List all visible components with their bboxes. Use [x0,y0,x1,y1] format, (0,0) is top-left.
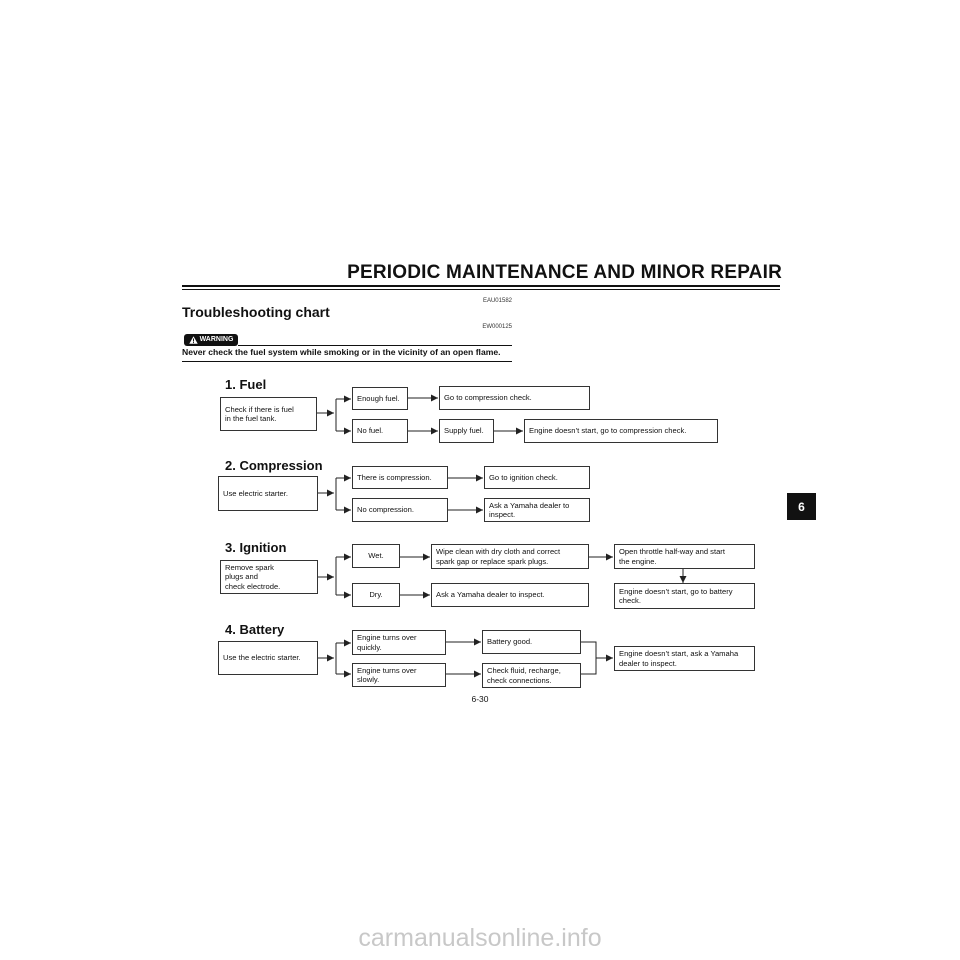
compression-heading: 2. Compression [225,458,323,473]
header-rule [182,285,780,287]
watermark: carmanualsonline.info [358,924,602,952]
wet-action-box: Wipe clean with dry cloth and correct sp… [431,544,589,569]
warning-rule-bottom [182,361,512,362]
ignition-start-box: Remove spark plugs and check electrode. [220,560,318,594]
dry-box: Dry. [352,583,400,607]
compression-dealer-box: Ask a Yamaha dealer to inspect. [484,498,590,522]
supply-fuel-box: Supply fuel. [439,419,494,443]
section-title: Troubleshooting chart [182,304,330,320]
goto-ignition-box: Go to ignition check. [484,466,590,489]
battery-dealer-box: Engine doesn’t start, ask a Yamaha deale… [614,646,755,671]
warning-rule-top [238,345,512,346]
fuel-start-box: Check if there is fuel in the fuel tank. [220,397,317,431]
enough-fuel-box: Enough fuel. [352,387,408,410]
goto-compression-box: Go to compression check. [439,386,590,410]
no-fuel-box: No fuel. [352,419,408,443]
there-is-compression-box: There is compression. [352,466,448,489]
turns-quickly-box: Engine turns over quickly. [352,630,446,655]
check-fluid-box: Check fluid, recharge, check connections… [482,663,581,688]
section-code: EAU01582 [482,298,512,304]
page-title: PERIODIC MAINTENANCE AND MINOR REPAIR [347,262,782,283]
battery-good-box: Battery good. [482,630,581,654]
warning-code: EW000125 [482,324,512,330]
header-rule-thin [182,289,780,290]
fuel-heading: 1. Fuel [225,377,267,392]
ignition-still-fails-box: Engine doesn’t start, go to battery chec… [614,583,755,609]
no-compression-box: No compression. [352,498,448,522]
battery-heading: 4. Battery [225,622,285,637]
ignition-heading: 3. Ignition [225,540,287,555]
turns-slowly-box: Engine turns over slowly. [352,663,446,687]
warning-triangle-icon [188,336,198,344]
warning-text: Never check the fuel system while smokin… [182,347,501,357]
battery-start-box: Use the electric starter. [218,641,318,675]
fuel-still-fails-box: Engine doesn’t start, go to compression … [524,419,718,443]
open-throttle-box: Open throttle half-way and start the eng… [614,544,755,569]
warning-badge: WARNING [184,334,238,346]
page-number: 6-30 [471,694,489,704]
compression-start-box: Use electric starter. [218,476,318,511]
dry-action-box: Ask a Yamaha dealer to inspect. [431,583,589,607]
wet-box: Wet. [352,544,400,568]
chapter-tab: 6 [787,493,816,520]
warning-badge-label: WARNING [199,336,234,343]
